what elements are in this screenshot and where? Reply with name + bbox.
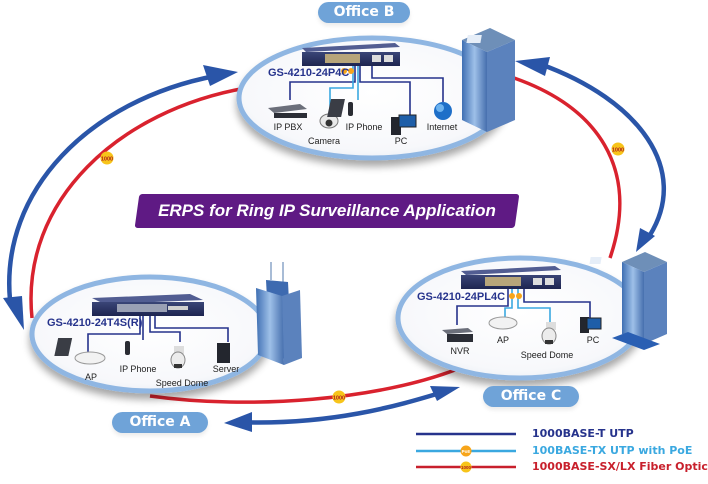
fiber-badge-right: 1000 — [611, 142, 625, 156]
office-b-label: Office B — [318, 2, 410, 23]
office-a-site: GS-4210-24T4S(R) AP IP Phone Speed Dome … — [29, 262, 302, 394]
office-a-cables — [87, 316, 229, 352]
ap-icon — [74, 351, 106, 365]
speed-dome-icon — [541, 322, 557, 345]
internet-globe-icon — [434, 102, 452, 120]
ip-pbx-icon — [268, 104, 307, 118]
device-label: IP Phone — [120, 364, 157, 374]
arrowhead-to-office-c — [636, 228, 655, 252]
legend-label-fiber: 1000BASE-SX/LX Fiber Optic — [532, 460, 708, 473]
device-label: AP — [497, 335, 509, 345]
office-b-site: GS-4210-24P4C IP PBX Camera IP Phone PC … — [236, 28, 515, 161]
arrowhead-to-office-c-bottom — [430, 386, 460, 401]
arrowhead-to-office-a-bottom — [224, 412, 252, 432]
arrowhead-to-office-b — [203, 65, 238, 86]
svg-text:1000: 1000 — [333, 396, 345, 402]
poe-indicator-icon — [348, 68, 354, 74]
svg-text:1000: 1000 — [101, 157, 113, 163]
ap-icon — [488, 316, 518, 330]
office-c-label: Office C — [483, 386, 579, 407]
office-a-switch-icon — [92, 294, 204, 316]
fiber-link-a-b — [29, 86, 247, 319]
ring-path-b-c — [539, 61, 667, 237]
svg-text:1000: 1000 — [612, 148, 624, 154]
fiber-badge-bottom: 1000 — [332, 390, 346, 404]
pc-icon — [580, 317, 602, 333]
device-label: IP PBX — [274, 122, 303, 132]
legend-label-utp: 1000BASE-T UTP — [532, 427, 634, 440]
device-label: Internet — [427, 122, 458, 132]
nvr-icon — [442, 328, 473, 342]
device-label: Camera — [308, 136, 340, 146]
device-label: PC — [395, 136, 408, 146]
erps-ring-diagram: 1000 1000 1000 — [3, 2, 708, 473]
office-a-building-icon — [256, 262, 302, 365]
office-c-building-icon — [589, 252, 667, 350]
legend-poe-line: PoE — [416, 445, 516, 457]
ring-path-a-b — [6, 73, 216, 301]
office-a-switch-model: GS-4210-24T4S(R) — [47, 317, 143, 329]
office-a-label: Office A — [112, 412, 208, 433]
device-label: Server — [213, 364, 240, 374]
speed-dome-icon — [170, 346, 186, 369]
device-label: Speed Dome — [156, 378, 209, 388]
device-label: NVR — [450, 346, 470, 356]
office-b-switch-icon — [302, 43, 400, 66]
device-label: Speed Dome — [521, 350, 574, 360]
poe-indicator-icon — [516, 293, 522, 299]
legend-fiber-line: 1000 — [416, 461, 516, 473]
fiber-badge-left: 1000 — [100, 151, 114, 165]
legend-label-poe: 100BASE-TX UTP with PoE — [532, 444, 693, 457]
diagram-canvas: 1000 1000 1000 — [3, 28, 667, 473]
fiber-link-b-c — [504, 73, 622, 259]
office-c-switch-model: GS-4210-24PL4C — [417, 291, 505, 303]
diagram-title: ERPS for Ring IP Surveillance Applicatio… — [158, 201, 496, 220]
device-label: PC — [587, 335, 600, 345]
arrowhead-to-office-b-right — [515, 57, 550, 76]
svg-text:1000: 1000 — [461, 465, 472, 470]
ip-phone-icon — [54, 338, 130, 356]
poe-indicator-icon — [509, 293, 515, 299]
fiber-link-a-c — [149, 366, 461, 404]
office-b-switch-model: GS-4210-24P4C — [268, 67, 349, 79]
camera-icon — [319, 113, 339, 129]
device-label: IP Phone — [346, 122, 383, 132]
office-b-building-icon — [462, 28, 515, 132]
pc-icon — [391, 114, 417, 135]
arrowhead-to-office-a — [3, 296, 24, 330]
ring-path-a-c — [234, 390, 441, 425]
office-c-site: GS-4210-24PL4C NVR AP Speed Dome PC — [395, 252, 667, 381]
device-label: AP — [85, 372, 97, 382]
server-icon — [217, 343, 230, 363]
office-b-cables — [289, 66, 444, 118]
ip-phone-icon — [327, 99, 353, 117]
office-c-switch-icon — [461, 266, 561, 289]
svg-text:PoE: PoE — [462, 449, 471, 454]
poe-indicator-icon — [341, 68, 347, 74]
